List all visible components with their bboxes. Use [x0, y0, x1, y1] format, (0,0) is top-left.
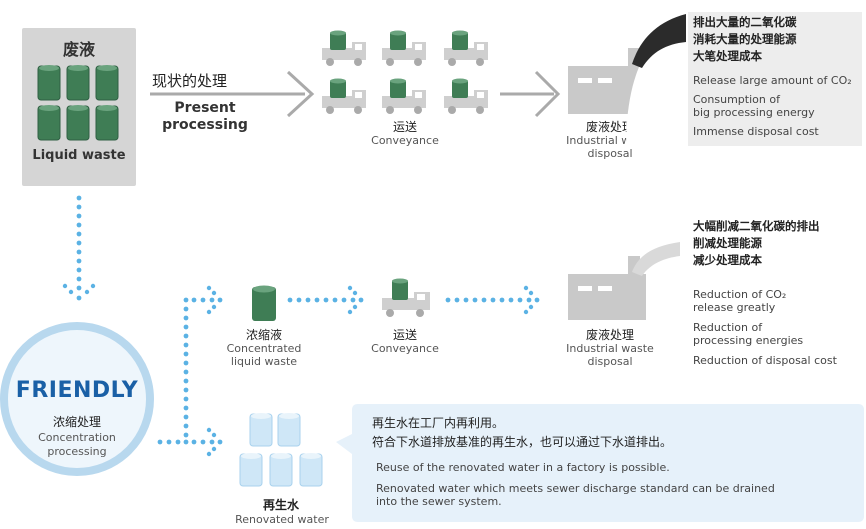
middle-conveyance-zh: 运送 — [392, 328, 417, 342]
concentrated-barrel-icon — [252, 285, 276, 321]
friendly-title: FRIENDLY — [15, 378, 139, 403]
middle-effects-en: Reduction of CO₂ release greatly Reducti… — [693, 288, 837, 367]
liquid-waste-box: 废液 Liquid waste — [22, 28, 136, 186]
concentrated-en: Concentrated liquid waste — [226, 342, 302, 368]
callout-zh: 再生水在工厂内再利用。 符合下水道排放基准的再生水，也可以通过下水道排出。 — [372, 416, 673, 449]
middle-smoke-icon — [632, 242, 680, 276]
middle-truck-icon — [382, 278, 430, 317]
renovated-en: Renovated water — [235, 513, 329, 526]
top-effects-zh: 排出大量的二氧化碳 消耗大量的处理能源 大笔处理成本 — [693, 15, 797, 63]
present-processing-en: Present processing — [162, 100, 248, 133]
renovated-callout-bubble-icon — [336, 404, 864, 522]
renovated-water-icon — [239, 413, 323, 487]
friendly-en: Concentration processing — [38, 431, 116, 458]
arrow-to-disposal-icon — [500, 70, 561, 118]
top-disposal-zh: 废液处理 — [585, 120, 634, 134]
renovated-zh: 再生水 — [262, 498, 299, 512]
friendly-circle — [0, 322, 154, 476]
middle-conveyance-en: Conveyance — [371, 342, 439, 355]
friendly-zh: 浓缩处理 — [52, 415, 101, 429]
concentrated-zh: 浓缩液 — [245, 328, 282, 342]
top-conveyance-zh: 运送 — [392, 120, 417, 134]
arrow-to-trucks-icon — [150, 70, 315, 118]
present-processing-zh: 现状的处理 — [152, 72, 228, 90]
liquid-waste-zh: 废液 — [62, 40, 95, 59]
top-effects-en: Release large amount of CO₂ Consumption … — [693, 74, 852, 138]
top-effects-panel-icon — [626, 12, 862, 148]
liquid-waste-barrels-icon — [37, 65, 119, 141]
liquid-waste-en: Liquid waste — [32, 148, 126, 163]
middle-disposal-en: Industrial waste disposal — [566, 342, 654, 368]
middle-effects-zh: 大幅削减二氧化碳的排出 削减处理能源 减少处理成本 — [693, 219, 820, 267]
middle-disposal-zh: 废液处理 — [585, 328, 634, 342]
callout-en: Reuse of the renovated water in a factor… — [376, 461, 775, 508]
top-conveyance-en: Conveyance — [371, 134, 439, 147]
